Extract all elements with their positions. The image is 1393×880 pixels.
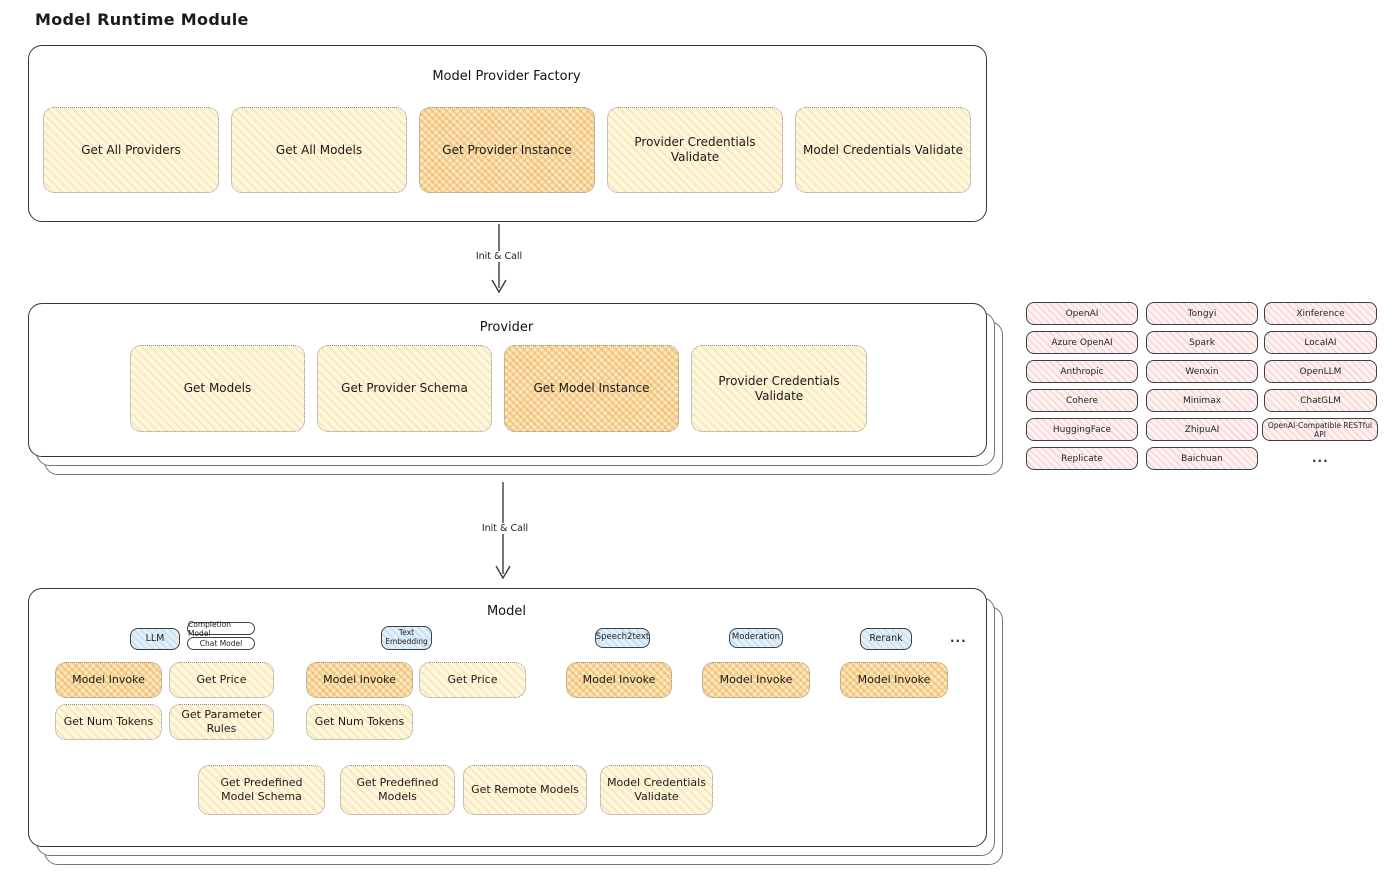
embedding-model-invoke: Model Invoke (306, 662, 413, 698)
arrow-label-init-call-2: Init & Call (478, 523, 532, 534)
factory-get-provider-instance: Get Provider Instance (419, 107, 595, 193)
provider-chip-anthropic: Anthropic (1026, 360, 1138, 383)
tab-completion-model: Completion Model (187, 620, 255, 638)
provider-get-model-instance: Get Model Instance (504, 345, 679, 432)
factory-panel-title: Model Provider Factory (432, 69, 581, 84)
rerank-model-invoke: Model Invoke (840, 662, 948, 698)
provider-chip-huggingface: HuggingFace (1026, 418, 1138, 441)
factory-model-credentials-validate: Model Credentials Validate (795, 107, 971, 193)
llm-get-parameter-rules: Get Parameter Rules (169, 704, 274, 740)
model-credentials-validate: Model Credentials Validate (600, 765, 713, 815)
model-panel-title: Model (486, 604, 527, 619)
provider-get-models: Get Models (130, 345, 305, 432)
provider-chip-localai: LocalAI (1264, 331, 1377, 354)
tab-chat-model: Chat Model (187, 637, 255, 650)
tab-rerank: Rerank (860, 628, 912, 650)
speech2text-model-invoke: Model Invoke (566, 662, 672, 698)
provider-get-provider-schema: Get Provider Schema (317, 345, 492, 432)
tab-speech2text: Speech2text (595, 628, 650, 648)
model-get-remote-models: Get Remote Models (463, 765, 587, 815)
provider-chip-openai-compatible: OpenAI-Compatible RESTful API (1262, 418, 1378, 441)
model-tabs-more: ... (950, 631, 967, 645)
tab-llm: LLM (130, 628, 180, 650)
tab-moderation: Moderation (729, 628, 783, 648)
provider-chip-replicate: Replicate (1026, 447, 1138, 470)
tab-text-embedding: Text Embedding (381, 626, 432, 650)
arrow-label-init-call-1: Init & Call (472, 251, 526, 262)
llm-get-price: Get Price (169, 662, 274, 698)
factory-provider-credentials-validate: Provider Credentials Validate (607, 107, 783, 193)
embedding-get-num-tokens: Get Num Tokens (306, 704, 413, 740)
llm-get-num-tokens: Get Num Tokens (55, 704, 162, 740)
provider-chip-openai: OpenAI (1026, 302, 1138, 325)
embedding-get-price: Get Price (419, 662, 526, 698)
diagram-title: Model Runtime Module (35, 10, 249, 29)
model-get-predefined-model-schema: Get Predefined Model Schema (198, 765, 325, 815)
provider-credentials-validate: Provider Credentials Validate (691, 345, 867, 432)
provider-chip-azure-openai: Azure OpenAI (1026, 331, 1138, 354)
provider-chip-spark: Spark (1146, 331, 1258, 354)
provider-chip-xinference: Xinference (1264, 302, 1377, 325)
provider-chip-cohere: Cohere (1026, 389, 1138, 412)
provider-chip-zhipuai: ZhipuAI (1146, 418, 1258, 441)
provider-list-more: ... (1312, 451, 1329, 465)
provider-chip-minimax: Minimax (1146, 389, 1258, 412)
model-get-predefined-models: Get Predefined Models (340, 765, 455, 815)
llm-model-invoke: Model Invoke (55, 662, 162, 698)
factory-get-all-providers: Get All Providers (43, 107, 219, 193)
provider-chip-tongyi: Tongyi (1146, 302, 1258, 325)
factory-get-all-models: Get All Models (231, 107, 407, 193)
provider-chip-openllm: OpenLLM (1264, 360, 1377, 383)
provider-panel-title: Provider (479, 320, 534, 335)
provider-chip-chatglm: ChatGLM (1264, 389, 1377, 412)
provider-chip-baichuan: Baichuan (1146, 447, 1258, 470)
moderation-model-invoke: Model Invoke (702, 662, 810, 698)
provider-chip-wenxin: Wenxin (1146, 360, 1258, 383)
